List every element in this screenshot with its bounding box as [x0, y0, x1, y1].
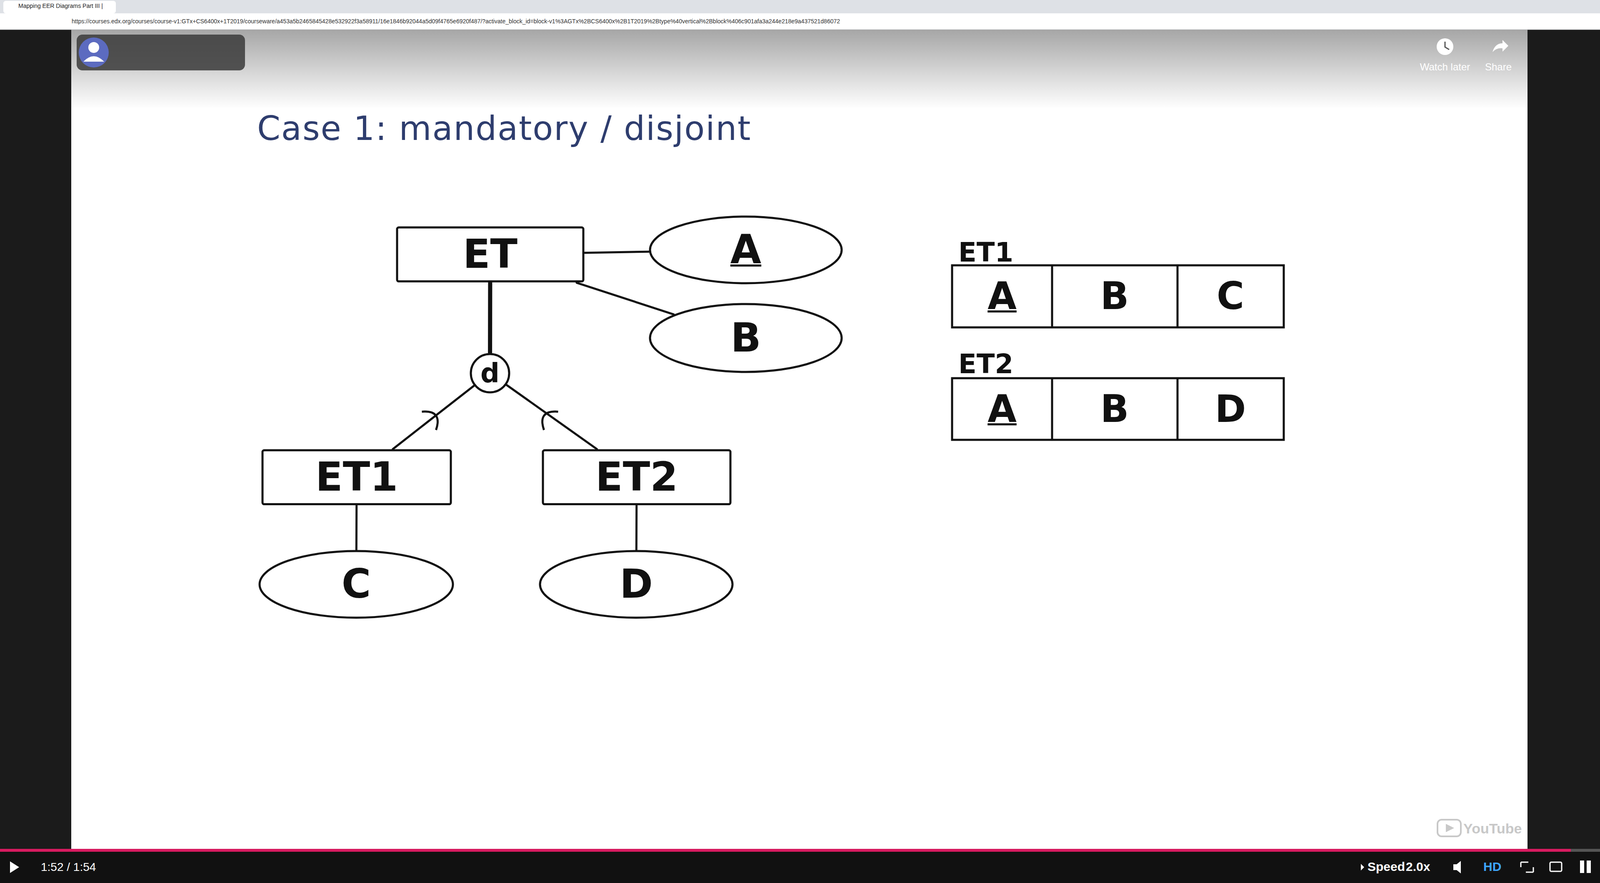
connector-line: [355, 505, 358, 550]
text-label: A: [987, 274, 1017, 318]
attribute-ellipse: A: [648, 215, 843, 285]
text-label: Mapping EER Diagrams Part III |: [18, 2, 103, 10]
channel-pill: [76, 34, 245, 71]
connector-line: [487, 282, 493, 353]
connector-line: [576, 282, 674, 315]
node-label: A: [730, 227, 762, 273]
share-icon: [1492, 40, 1509, 53]
cc-icon: [1550, 862, 1562, 872]
connector-line: [584, 251, 649, 253]
connector-line: [635, 505, 638, 550]
connector-line: [506, 385, 598, 450]
text-label: B: [1100, 274, 1130, 318]
node-label: C: [341, 562, 371, 607]
attribute-ellipse: D: [538, 550, 734, 620]
text-label: HD: [1483, 860, 1502, 875]
node-label: B: [730, 316, 761, 361]
top-shade: [71, 29, 1528, 109]
diagram-title: Case 1: mandatory / disjoint: [257, 109, 752, 148]
control-bar: [0, 849, 1600, 883]
youtube-logo: [1437, 820, 1461, 837]
browser-tab: [3, 0, 116, 14]
speed-icon: [1360, 864, 1365, 871]
node-label: ET: [462, 232, 518, 277]
theater-icon: [1580, 860, 1585, 874]
address-bar: [0, 13, 1600, 30]
text-label: Watch later: [1420, 61, 1470, 73]
entity-box: ET1: [261, 449, 453, 506]
text-label: A: [987, 387, 1017, 431]
text-label: YouTube: [1463, 820, 1522, 838]
attribute-ellipse: B: [648, 302, 843, 374]
text-label: D: [1215, 387, 1247, 431]
entity-box: ET: [395, 226, 585, 283]
node-label: ET1: [315, 455, 398, 500]
text-label: C: [1216, 274, 1245, 318]
clock-icon: [1436, 38, 1454, 55]
connector-line: [392, 385, 475, 450]
text-label: 1:52 / 1:54: [40, 860, 96, 875]
text-label: ET2: [958, 349, 1014, 380]
attribute-ellipse: C: [258, 550, 455, 620]
text-label: B: [1100, 387, 1130, 431]
disjoint-circle: d: [469, 352, 511, 394]
text-label: Share: [1485, 61, 1512, 73]
progress-bar: [0, 849, 1571, 853]
node-label: ET2: [595, 455, 678, 500]
node-label: d: [480, 358, 500, 388]
text-label: https://courses.edx.org/courses/course-v…: [71, 17, 840, 25]
text-label: 2.0x: [1405, 860, 1430, 875]
node-label: D: [619, 562, 653, 607]
text-label: ET1: [958, 237, 1014, 269]
entity-box: ET2: [541, 449, 732, 506]
volume-icon: [1453, 861, 1461, 874]
channel-avatar: [78, 37, 109, 68]
play-icon: [10, 861, 20, 874]
tab-strip: [0, 0, 1600, 14]
relation-table: [952, 265, 1284, 440]
text-label: Speed: [1367, 860, 1405, 875]
fullscreen-icon: [1520, 862, 1534, 873]
video-canvas: [71, 29, 1528, 850]
